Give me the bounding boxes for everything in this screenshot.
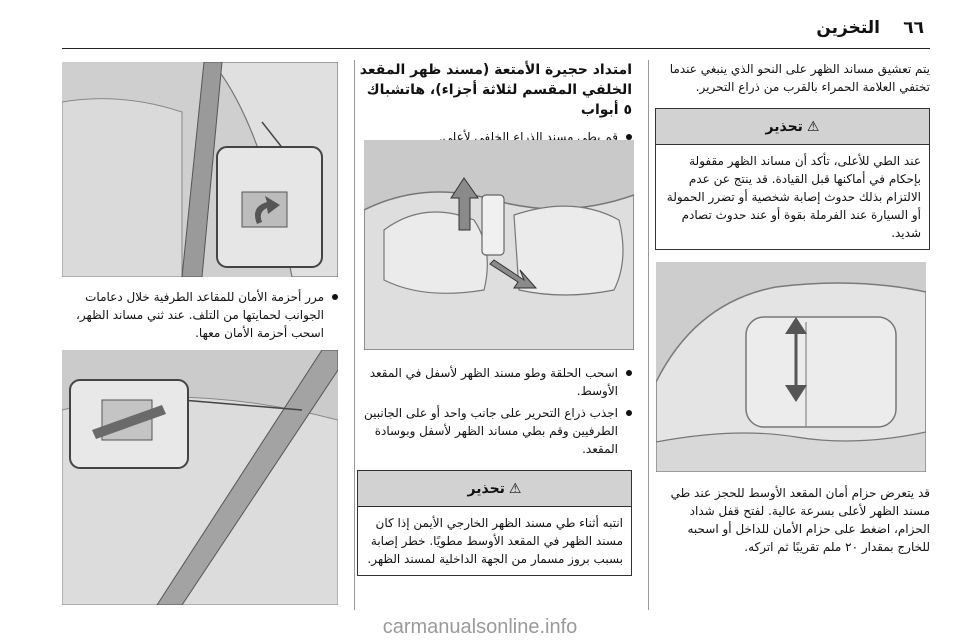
headrest-fold-illustration bbox=[364, 140, 634, 350]
bullet-dot bbox=[332, 294, 338, 300]
middle-column-lower: اسحب الحلقة وطو مسند الظهر لأسفل في المق… bbox=[357, 364, 632, 576]
warning-box: ⚠ تحذير عند الطي للأعلى، تأكد أن مساند ا… bbox=[655, 108, 930, 250]
column-divider bbox=[354, 60, 355, 610]
right-column-bottom: قد يتعرض حزام أمان المقعد الأوسط للحجز ع… bbox=[655, 484, 930, 556]
page-number: ٦٦ bbox=[903, 18, 924, 38]
warning-header: ⚠ تحذير bbox=[358, 471, 631, 507]
list-item: اسحب الحلقة وطو مسند الظهر لأسفل في المق… bbox=[357, 364, 632, 400]
warning-text: عند الطي للأعلى، تأكد أن مساند الظهر مقف… bbox=[666, 154, 921, 240]
left-column-text: مرر أحزمة الأمان للمقاعد الطرفية خلال دع… bbox=[63, 288, 338, 342]
page-title: التخزين bbox=[816, 18, 880, 38]
list-item: اجذب ذراع التحرير على جانب واحد أو على ا… bbox=[357, 404, 632, 458]
bullet-dot bbox=[626, 410, 632, 416]
warning-header: ⚠ تحذير bbox=[656, 109, 929, 145]
list-item-text: اسحب الحلقة وطو مسند الظهر لأسفل في المق… bbox=[369, 366, 618, 398]
header-rule bbox=[62, 48, 930, 49]
warning-icon: ⚠ bbox=[806, 118, 820, 135]
seat-headrest-illustration bbox=[656, 262, 926, 472]
list-item-text: مرر أحزمة الأمان للمقاعد الطرفية خلال دع… bbox=[76, 290, 324, 340]
list-item: مرر أحزمة الأمان للمقاعد الطرفية خلال دع… bbox=[63, 288, 338, 342]
warning-box: ⚠ تحذير انتبه أثناء طي مسند الظهر الخارج… bbox=[357, 470, 632, 576]
seatbelt-release-illustration bbox=[62, 62, 338, 277]
warning-title: تحذير bbox=[467, 480, 505, 497]
outro-paragraph: قد يتعرض حزام أمان المقعد الأوسط للحجز ع… bbox=[670, 486, 930, 554]
bullet-dot bbox=[626, 370, 632, 376]
seatbelt-guide-illustration bbox=[62, 350, 338, 605]
warning-title: تحذير bbox=[765, 118, 803, 135]
column-divider bbox=[648, 60, 649, 610]
right-column: يتم تعشيق مساند الظهر على النحو الذي ينب… bbox=[655, 60, 930, 250]
section-heading: امتداد حجيرة الأمتعة (مسند ظهر المقعد ال… bbox=[359, 62, 632, 118]
intro-paragraph: يتم تعشيق مساند الظهر على النحو الذي ينب… bbox=[669, 62, 930, 94]
middle-column: امتداد حجيرة الأمتعة (مسند ظهر المقعد ال… bbox=[357, 60, 632, 146]
bullet-dot bbox=[626, 134, 632, 140]
watermark: carmanualsonline.info bbox=[382, 616, 578, 638]
warning-text: انتبه أثناء طي مسند الظهر الخارجي الأيمن… bbox=[367, 516, 623, 566]
list-item-text: اجذب ذراع التحرير على جانب واحد أو على ا… bbox=[364, 406, 618, 456]
warning-icon: ⚠ bbox=[508, 480, 522, 497]
